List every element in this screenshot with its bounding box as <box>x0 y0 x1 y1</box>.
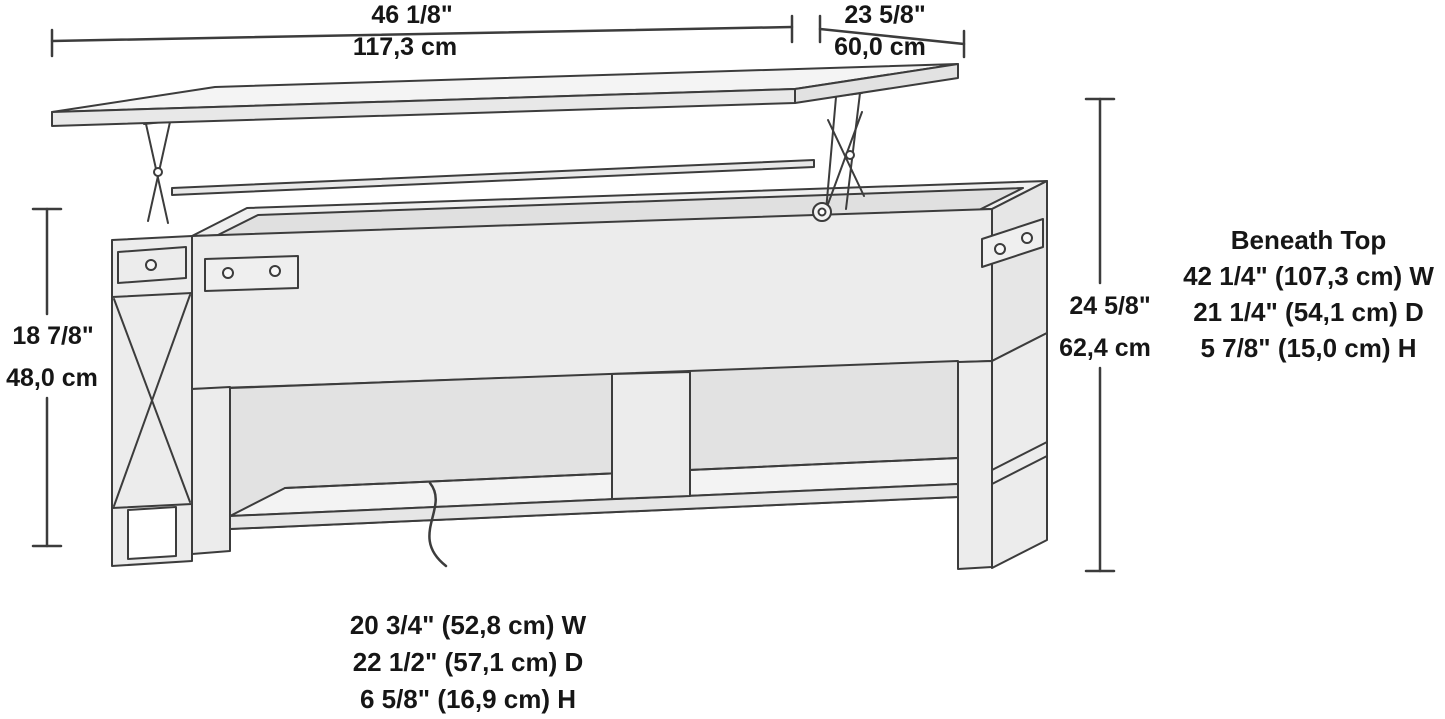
left-leg-gap <box>127 506 177 560</box>
dimension-top-depth <box>818 14 966 59</box>
beneath-top-block: Beneath Top 42 1/4" (107,3 cm) W 21 1/4"… <box>1172 222 1445 366</box>
pivot <box>153 167 163 177</box>
shelf-divider <box>611 371 691 500</box>
rivet <box>269 265 281 277</box>
dim-lift-height-cm: 62,4 cm <box>1059 334 1151 362</box>
lift-knob-inner <box>817 207 827 217</box>
dim-top-width-inches: 46 1/8" <box>371 1 453 29</box>
rivet <box>1021 232 1033 244</box>
front-right-leg <box>957 360 993 570</box>
lift-arm-left <box>143 120 173 224</box>
front-left-leg <box>191 386 231 555</box>
right-leg <box>991 332 1048 569</box>
lower-shelf-block: 20 3/4" (52,8 cm) W 22 1/2" (57,1 cm) D … <box>300 607 636 718</box>
dim-lift-height-inches: 24 5/8" <box>1069 292 1151 320</box>
lower-shelf-width: 20 3/4" (52,8 cm) W <box>349 610 587 640</box>
corner-bracket-right <box>981 218 1044 268</box>
top-right-edge <box>794 63 959 104</box>
dim-table-height-cm: 48,0 cm <box>6 364 98 392</box>
dim-top-width-cm: 117,3 cm <box>352 33 458 61</box>
leader-line <box>428 481 448 568</box>
dim-top-depth-cm: 60,0 cm <box>834 33 926 61</box>
dim-top-depth-inches: 23 5/8" <box>844 1 926 29</box>
left-panel-x-brace <box>111 235 193 567</box>
pivot <box>845 150 855 160</box>
dimension-height-lifted <box>1084 97 1116 573</box>
beneath-top-heading: Beneath Top <box>1230 225 1387 255</box>
beneath-top-height: 5 7/8" (15,0 cm) H <box>1200 333 1417 363</box>
lift-cross-rail <box>171 159 815 196</box>
box-front-face <box>191 208 993 390</box>
rivet <box>145 259 157 271</box>
shelf-right-edge-line <box>991 441 1048 471</box>
rivet <box>222 267 234 279</box>
lifted-top <box>51 63 959 127</box>
lower-shelf <box>229 360 959 530</box>
lower-shelf-depth: 22 1/2" (57,1 cm) D <box>352 647 584 677</box>
beneath-top-width: 42 1/4" (107,3 cm) W <box>1183 261 1434 291</box>
lower-shelf-height: 6 5/8" (16,9 cm) H <box>359 684 577 714</box>
dim-table-height-inches: 18 7/8" <box>12 322 94 350</box>
dimension-top-width <box>50 14 794 58</box>
rivet <box>994 243 1006 255</box>
table-body <box>111 180 1048 570</box>
dimension-height-table <box>31 207 63 548</box>
shelf-right-edge-line2 <box>991 455 1048 485</box>
corner-bracket-left <box>204 255 299 292</box>
x-brace-strap <box>113 294 191 507</box>
beneath-top-depth: 21 1/4" (54,1 cm) D <box>1193 297 1424 327</box>
